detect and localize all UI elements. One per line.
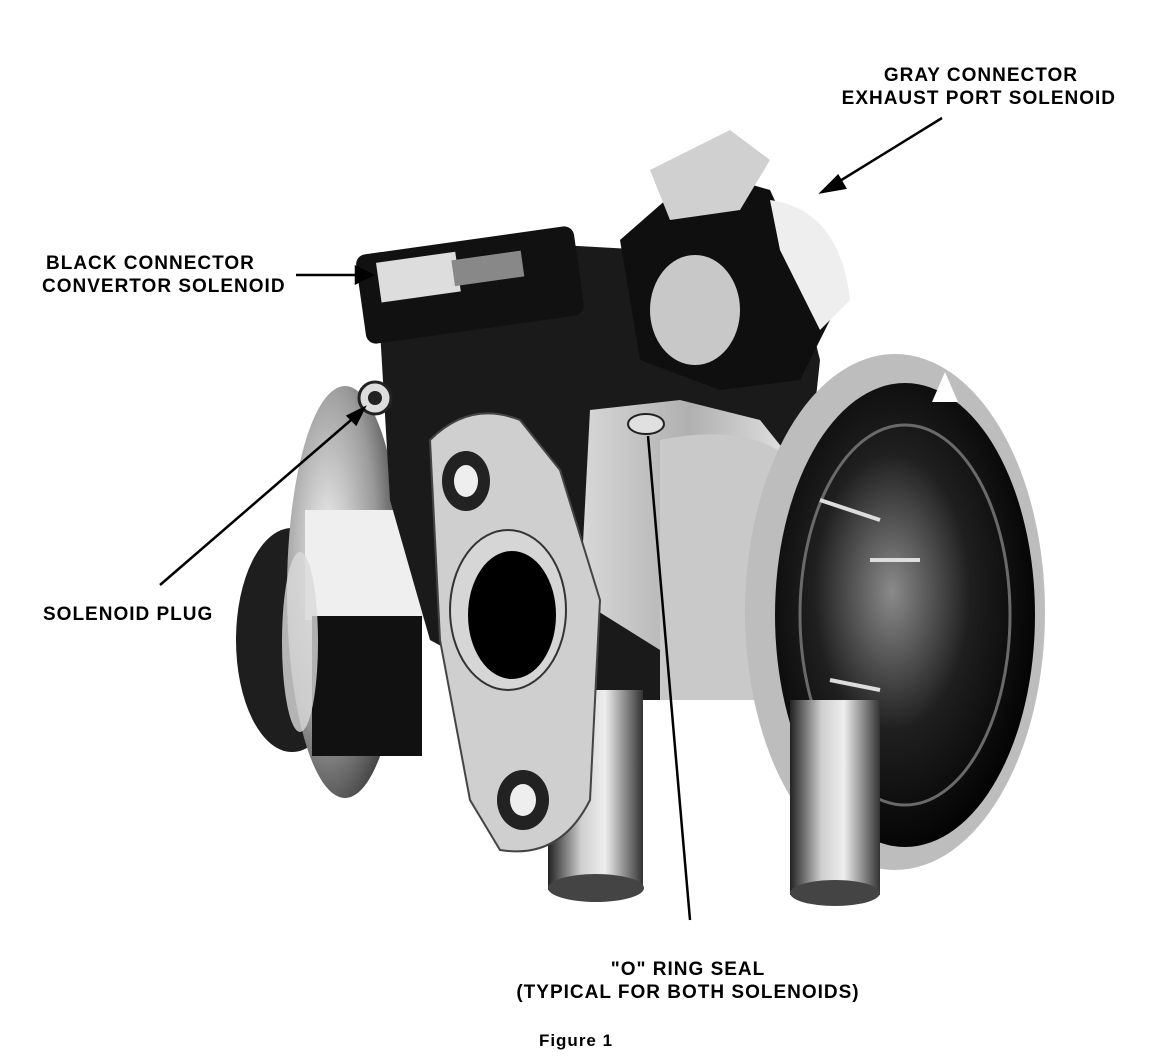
solenoid-plug-part [357,380,393,416]
black-connector-line2: CONVERTOR SOLENOID [42,276,286,297]
leader-lines [159,116,943,921]
o-ring-seal-part [627,413,665,435]
o-ring-seal-label: "O" RING SEAL (TYPICAL FOR BOTH SOLENOID… [478,958,898,1004]
exhaust-port-solenoid [620,130,850,390]
solenoid-plug-text: SOLENOID PLUG [43,604,214,625]
outlet-tubes [548,690,880,906]
convertor-solenoid [356,226,584,344]
figure-caption: Figure 1 [538,1031,614,1050]
o-ring-seal-line1: "O" RING SEAL [610,959,766,980]
gray-connector-line1: GRAY CONNECTOR [883,65,1078,86]
gray-connector-line2: EXHAUST PORT SOLENOID [841,88,1116,109]
black-connector-line1: BLACK CONNECTOR [46,253,255,274]
black-connector-label: BLACK CONNECTOR CONVERTOR SOLENOID [42,252,286,298]
solenoid-plug-label: SOLENOID PLUG [43,603,213,626]
mounting-flange [428,412,602,853]
o-ring-seal-line2: (TYPICAL FOR BOTH SOLENOIDS) [516,982,860,1003]
gray-connector-label: GRAY CONNECTOR EXHAUST PORT SOLENOID [840,64,1116,110]
